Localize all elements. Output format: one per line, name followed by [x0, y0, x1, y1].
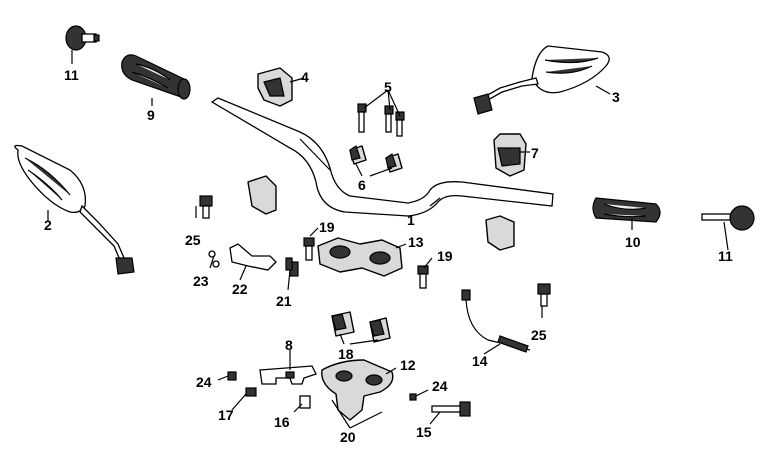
- label-part-7: 7: [531, 145, 539, 161]
- lower-clamp-part-12: [321, 359, 394, 421]
- label-part-24-right: 24: [432, 378, 448, 394]
- small-parts: [208, 250, 417, 409]
- label-part-22: 22: [232, 281, 248, 297]
- screws-part-25: [199, 195, 551, 307]
- screws-part-19: [303, 237, 429, 289]
- label-part-5: 5: [384, 79, 392, 95]
- label-part-23: 23: [193, 273, 209, 289]
- right-grip-part-10: [592, 197, 661, 223]
- label-part-1: 1: [407, 212, 415, 228]
- handlebar-part-1: [210, 97, 554, 217]
- label-part-9: 9: [147, 107, 155, 123]
- label-part-8: 8: [285, 337, 293, 353]
- label-part-11-left: 11: [64, 67, 79, 83]
- switch-part-7: [493, 133, 527, 177]
- bar-end-part-11-left: [65, 25, 100, 51]
- switch-part-4: [257, 67, 293, 107]
- right-mirror-part-3: [473, 45, 610, 115]
- label-part-25-right: 25: [531, 327, 547, 343]
- label-part-16: 16: [274, 414, 290, 430]
- bolt-part-15: [431, 401, 471, 417]
- label-part-4: 4: [301, 69, 309, 85]
- label-part-25-left: 25: [185, 232, 201, 248]
- label-part-21: 21: [276, 293, 292, 309]
- bar-end-part-11-right: [701, 205, 755, 231]
- label-part-11-right: 11: [718, 248, 733, 264]
- label-part-24-left: 24: [196, 374, 212, 390]
- left-grip-part-9: [121, 54, 191, 100]
- label-part-13: 13: [408, 234, 424, 250]
- label-part-14: 14: [472, 353, 488, 369]
- clamps-part-6: [349, 145, 403, 173]
- label-part-6: 6: [358, 177, 366, 193]
- label-part-10: 10: [625, 234, 641, 250]
- left-mirror-part-2: [14, 144, 135, 275]
- bracket-part-8: [259, 365, 317, 385]
- label-part-12: 12: [400, 357, 416, 373]
- clamps-part-18: [331, 311, 391, 343]
- label-part-17: 17: [218, 407, 234, 423]
- label-part-2: 2: [44, 217, 52, 233]
- label-part-15: 15: [416, 424, 432, 440]
- label-part-18: 18: [338, 346, 354, 362]
- label-part-19-left: 19: [319, 219, 335, 235]
- label-part-3: 3: [612, 89, 620, 105]
- leader-lines: [47, 50, 729, 429]
- bracket-part-22: [229, 243, 277, 271]
- label-part-19-right: 19: [437, 248, 453, 264]
- switch-left-lower: [247, 175, 515, 251]
- cable-part-14: [461, 289, 531, 353]
- label-part-20: 20: [340, 429, 356, 445]
- top-clamp-part-13: [317, 237, 403, 277]
